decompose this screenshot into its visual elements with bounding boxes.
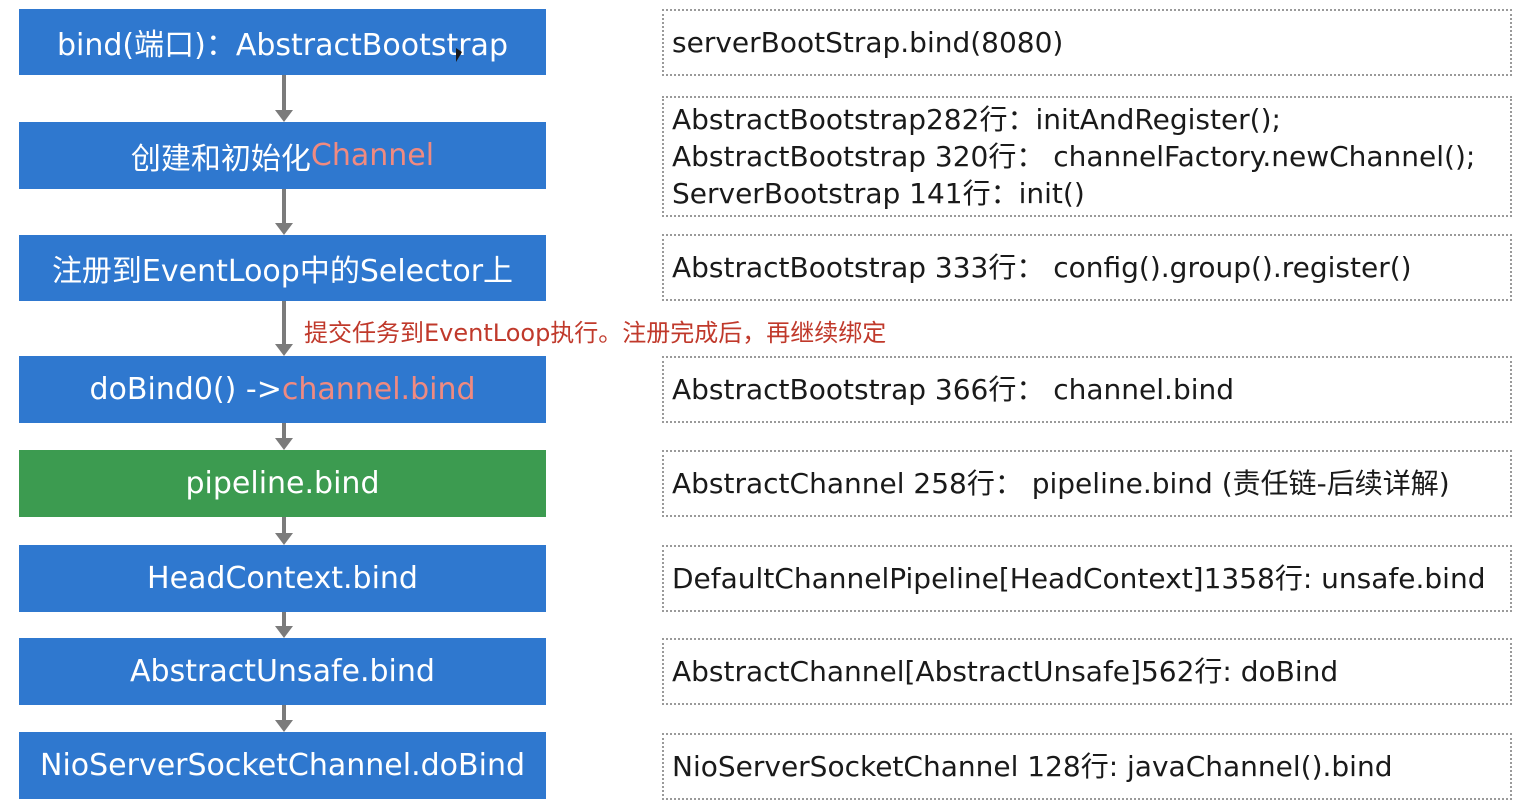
note-dobind0: AbstractBootstrap 366行： channel.bind [662,356,1512,423]
step-text: NioServerSocketChannel.doBind [40,748,525,783]
step-bind: bind(端口)：AbstractBootstrap [19,9,546,75]
arrow-connector [275,423,293,450]
note-line: AbstractBootstrap 333行： config().group()… [672,251,1412,284]
note-line: AbstractBootstrap282行：initAndRegister(); [672,103,1281,136]
arrow-connector [275,517,293,545]
note-line: DefaultChannelPipeline[HeadContext]1358行… [672,562,1486,595]
note-nioserversocketchannel-dobind: NioServerSocketChannel 128行: javaChannel… [662,733,1512,800]
note-line: serverBootStrap.bind(8080) [672,26,1064,59]
step-text: doBind0() -> [89,372,282,407]
step-text: pipeline.bind [185,466,380,501]
step-nioserversocketchannel-dobind: NioServerSocketChannel.doBind [19,732,546,799]
step-headcontext-bind: HeadContext.bind [19,545,546,612]
arrow-connector [275,612,293,638]
step-text: HeadContext.bind [147,561,418,596]
note-pipeline-bind: AbstractChannel 258行： pipeline.bind (责任链… [662,450,1512,517]
mouse-cursor-icon [456,48,462,62]
note-register: AbstractBootstrap 333行： config().group()… [662,234,1512,301]
step-abstractunsafe-bind: AbstractUnsafe.bind [19,638,546,705]
register-annotation: 提交任务到EventLoop执行。注册完成后，再继续绑定 [304,319,887,347]
note-abstractunsafe-bind: AbstractChannel[AbstractUnsafe]562行: doB… [662,638,1512,705]
note-line: AbstractBootstrap 320行： channelFactory.n… [672,140,1476,173]
step-text: 创建和初始化 [130,141,311,177]
note-bind: serverBootStrap.bind(8080) [662,9,1512,76]
step-text: bind(端口)：AbstractBootstrap [57,28,508,63]
note-line: ServerBootstrap 141行：init() [672,177,1085,210]
step-pipeline-bind: pipeline.bind [19,450,546,517]
note-headcontext-bind: DefaultChannelPipeline[HeadContext]1358行… [662,545,1512,612]
arrow-connector [275,189,293,235]
step-text: AbstractUnsafe.bind [130,654,435,689]
note-line: AbstractChannel[AbstractUnsafe]562行: doB… [672,655,1339,688]
step-highlight: channel.bind [281,372,476,407]
note-line: NioServerSocketChannel 128行: javaChannel… [672,750,1393,783]
step-text: 注册到EventLoop中的Selector上 [51,254,514,289]
step-register: 注册到EventLoop中的Selector上 [19,235,546,301]
note-line: AbstractBootstrap 366行： channel.bind [672,373,1235,406]
arrow-connector [275,301,293,356]
step-highlight: Channel [310,138,435,173]
arrow-connector [275,705,293,732]
note-create-channel: AbstractBootstrap282行：initAndRegister();… [662,96,1512,217]
note-line: AbstractChannel 258行： pipeline.bind (责任链… [672,467,1450,500]
arrow-connector [275,75,293,122]
step-dobind0: doBind0() -> channel.bind [19,356,546,423]
